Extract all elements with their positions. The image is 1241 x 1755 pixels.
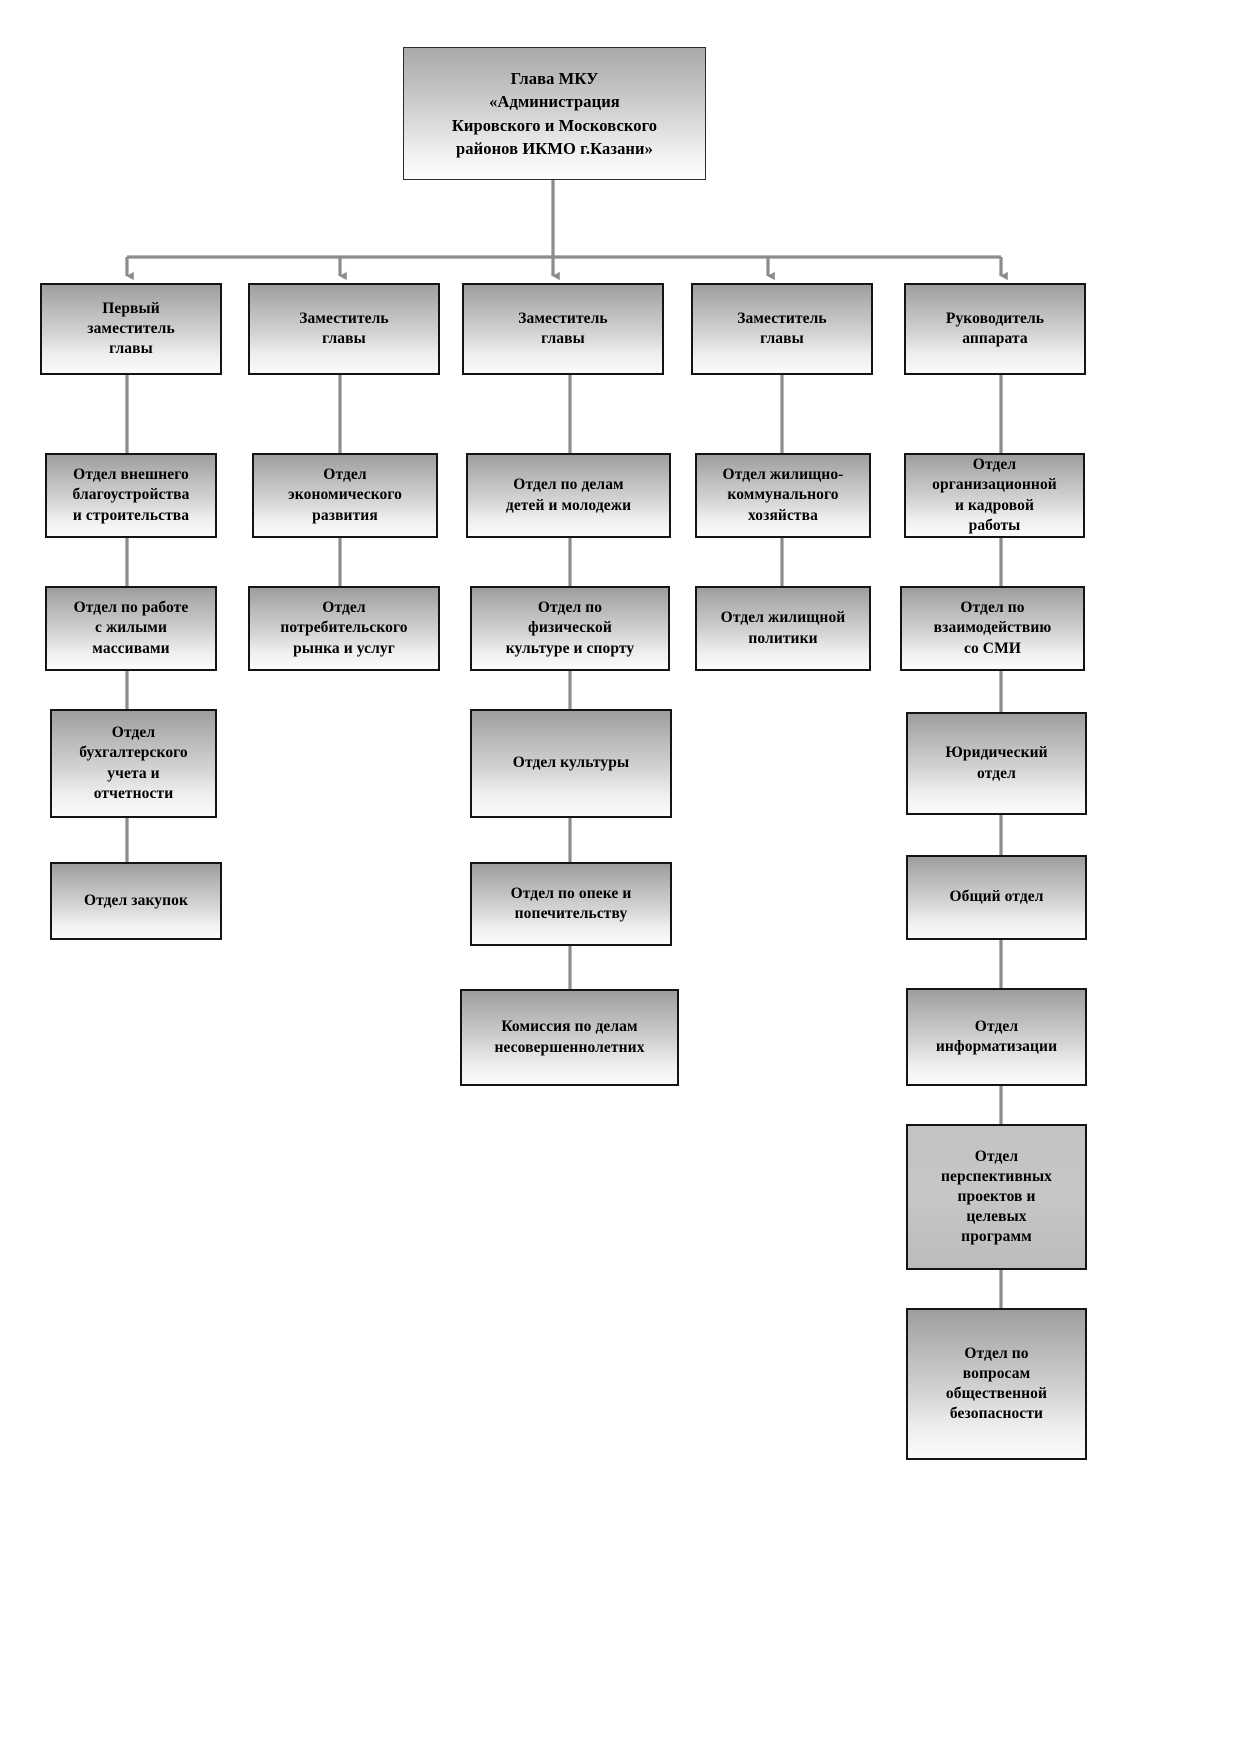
node-dep-5-6[interactable]: Отдел перспективных проектов и целевых п… [906, 1124, 1087, 1270]
node-dep-3-1[interactable]: Отдел по делам детей и молодежи [466, 453, 671, 538]
node-dep-5-4-label: Общий отдел [949, 888, 1044, 906]
node-dep-1-1-label: Отдел внешнего благоустройства и строите… [72, 466, 190, 524]
node-dep-4-1-label: Отдел жилищно- коммунального хозяйства [722, 466, 844, 524]
node-deputy-5[interactable]: Руководитель аппарата [904, 283, 1086, 375]
node-deputy-1-label: Первый заместитель главы [87, 299, 175, 358]
node-dep-1-2[interactable]: Отдел по работе с жилыми массивами [45, 586, 217, 671]
node-dep-1-4-label: Отдел закупок [83, 891, 189, 909]
node-dep-5-7-label: Отдел по вопросам общественной безопасно… [945, 1344, 1048, 1423]
node-dep-2-2[interactable]: Отдел потребительского рынка и услуг [248, 586, 440, 671]
node-deputy-4-label: Заместитель главы [737, 309, 827, 347]
node-root[interactable]: Глава МКУ «Администрация Кировского и Мо… [403, 47, 706, 180]
node-dep-5-6-label: Отдел перспективных проектов и целевых п… [940, 1147, 1053, 1246]
node-dep-5-3[interactable]: Юридический отдел [906, 712, 1087, 815]
node-dep-3-3[interactable]: Отдел культуры [470, 709, 672, 818]
node-dep-5-2-label: Отдел по взаимодействию со СМИ [933, 599, 1052, 657]
node-dep-4-2-label: Отдел жилищной политики [720, 609, 846, 647]
node-deputy-2-label: Заместитель главы [299, 309, 389, 347]
node-dep-3-4[interactable]: Отдел по опеке и попечительству [470, 862, 672, 946]
node-dep-1-3[interactable]: Отдел бухгалтерского учета и отчетности [50, 709, 217, 818]
node-dep-5-1[interactable]: Отдел организационной и кадровой работы [904, 453, 1085, 538]
node-dep-4-1[interactable]: Отдел жилищно- коммунального хозяйства [695, 453, 871, 538]
node-dep-5-2[interactable]: Отдел по взаимодействию со СМИ [900, 586, 1085, 671]
node-dep-5-1-label: Отдел организационной и кадровой работы [932, 456, 1057, 534]
node-dep-1-3-label: Отдел бухгалтерского учета и отчетности [79, 724, 188, 802]
node-dep-1-1[interactable]: Отдел внешнего благоустройства и строите… [45, 453, 217, 538]
node-dep-3-5-label: Комиссия по делам несовершеннолетних [494, 1018, 645, 1056]
node-deputy-2[interactable]: Заместитель главы [248, 283, 440, 375]
node-deputy-5-label: Руководитель аппарата [945, 309, 1045, 347]
node-deputy-3-label: Заместитель главы [518, 309, 608, 347]
node-dep-1-4[interactable]: Отдел закупок [50, 862, 222, 940]
node-dep-2-1-label: Отдел экономического развития [287, 466, 403, 524]
node-dep-3-3-label: Отдел культуры [512, 754, 630, 772]
node-deputy-1[interactable]: Первый заместитель главы [40, 283, 222, 375]
node-dep-2-2-label: Отдел потребительского рынка и услуг [280, 599, 408, 657]
node-dep-3-5[interactable]: Комиссия по делам несовершеннолетних [460, 989, 679, 1086]
node-dep-5-4[interactable]: Общий отдел [906, 855, 1087, 940]
node-dep-5-5[interactable]: Отдел информатизации [906, 988, 1087, 1086]
node-deputy-3[interactable]: Заместитель главы [462, 283, 664, 375]
node-dep-3-4-label: Отдел по опеке и попечительству [510, 884, 632, 922]
node-dep-5-7[interactable]: Отдел по вопросам общественной безопасно… [906, 1308, 1087, 1460]
node-dep-3-1-label: Отдел по делам детей и молодежи [505, 476, 632, 514]
node-dep-1-2-label: Отдел по работе с жилыми массивами [73, 599, 189, 657]
node-dep-5-5-label: Отдел информатизации [935, 1017, 1058, 1055]
node-deputy-4[interactable]: Заместитель главы [691, 283, 873, 375]
node-root-label: Глава МКУ «Администрация Кировского и Мо… [451, 68, 658, 158]
node-dep-3-2[interactable]: Отдел по физической культуре и спорту [470, 586, 670, 671]
node-dep-2-1[interactable]: Отдел экономического развития [252, 453, 438, 538]
node-dep-4-2[interactable]: Отдел жилищной политики [695, 586, 871, 671]
node-dep-5-3-label: Юридический отдел [945, 744, 1048, 782]
node-dep-3-2-label: Отдел по физической культуре и спорту [505, 599, 635, 657]
